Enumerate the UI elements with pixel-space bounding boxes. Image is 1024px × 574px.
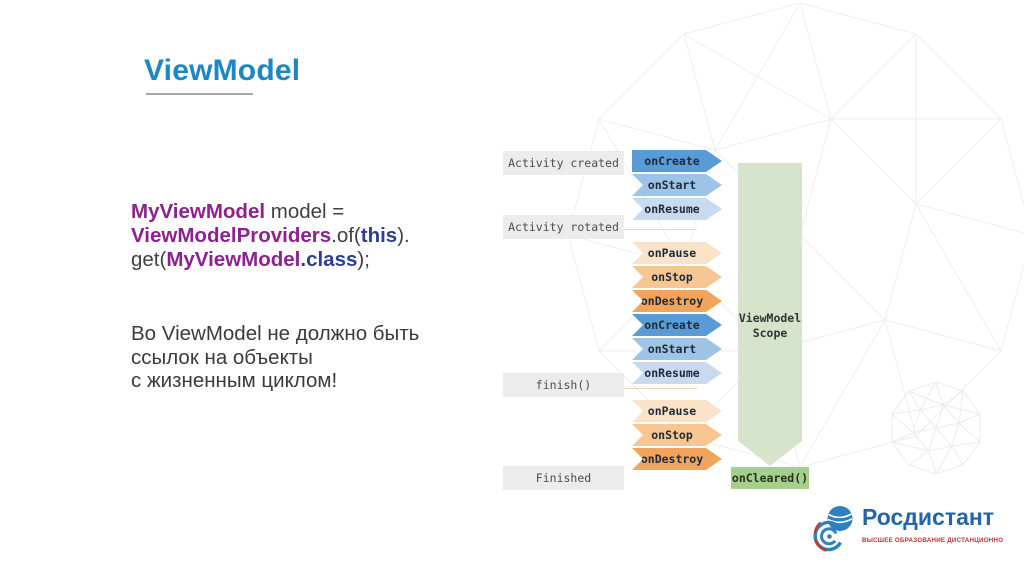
code-keyword: class [306, 248, 358, 271]
connector-finish [624, 388, 697, 389]
note-line: с жизненным циклом! [131, 369, 338, 392]
arrow-onresume-2: onResume [632, 362, 722, 384]
code-text: model = [265, 200, 345, 223]
page-title: ViewModel [144, 54, 301, 87]
scope-label-line: Scope [752, 326, 788, 340]
oncleared-badge: onCleared() [731, 467, 809, 489]
code-text: .of( [331, 224, 361, 247]
arrow-ondestroy-1: onDestroy [632, 290, 722, 312]
arrow-onpause-1: onPause [632, 242, 722, 264]
arrow-ondestroy-2: onDestroy [632, 448, 722, 470]
label-finish: finish() [503, 373, 624, 397]
scope-label-line: ViewModel [738, 311, 802, 325]
code-line-2: ViewModelProviders.of(this). [131, 224, 410, 248]
logo-tagline: ВЫСШЕЕ ОБРАЗОВАНИЕ ДИСТАНЦИОННО [862, 537, 1004, 544]
code-keyword: ViewModelProviders [131, 224, 332, 247]
code-line-3: get(MyViewModel.class); [131, 248, 410, 272]
viewmodel-scope-bar [738, 163, 802, 466]
code-text: ); [357, 248, 370, 271]
globe-swirl-icon [813, 506, 853, 552]
arrow-onstop-2: onStop [632, 424, 722, 446]
arrow-onstart-2: onStart [632, 338, 722, 360]
note-line: Во ViewModel не должно быть [131, 322, 420, 345]
arrow-oncreate-2: onCreate [632, 314, 722, 336]
code-text: get( [131, 248, 167, 271]
code-keyword: MyViewModel [166, 248, 301, 271]
code-text: ). [397, 224, 410, 247]
viewmodel-scope-label: ViewModel Scope [738, 311, 802, 341]
code-keyword: MyViewModel [131, 200, 266, 223]
logo-name: Росдистант [862, 504, 995, 530]
label-activity-rotated: Activity rotated [503, 215, 624, 239]
code-line-1: MyViewModel model = [131, 200, 410, 224]
arrow-onstop-1: onStop [632, 266, 722, 288]
arrow-onstart-1: onStart [632, 174, 722, 196]
note-line: ссылок на объекты [131, 345, 313, 369]
arrow-onresume-1: onResume [632, 198, 722, 220]
code-keyword: this [360, 224, 398, 247]
code-text: . [300, 248, 307, 271]
label-activity-created: Activity created [503, 151, 624, 175]
note-text: Во ViewModel не должно быть ссылок на об… [131, 322, 419, 393]
label-finished: Finished [503, 466, 624, 490]
arrow-oncreate-1: onCreate [632, 150, 722, 172]
title-underline [146, 93, 253, 95]
code-snippet: MyViewModel model = ViewModelProviders.o… [131, 200, 410, 272]
arrow-onpause-2: onPause [632, 400, 722, 422]
connector-rotated [624, 229, 697, 230]
